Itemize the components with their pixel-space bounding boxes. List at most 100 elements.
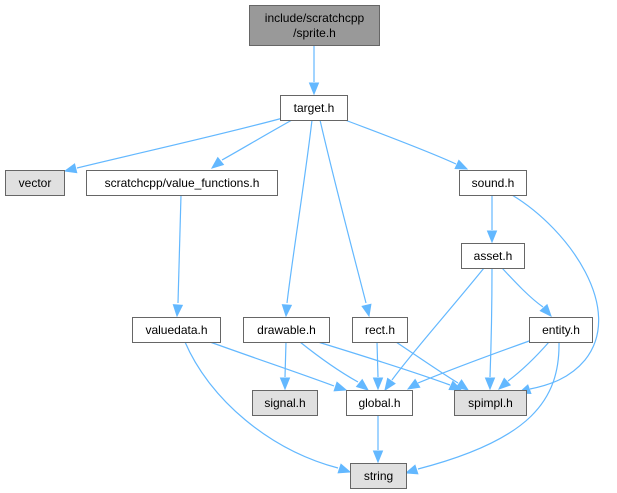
node-label: asset.h — [474, 249, 513, 263]
edge-sprite-to-target — [308, 45, 320, 96]
edge-line — [76, 117, 284, 169]
node-label: sound.h — [472, 176, 515, 190]
node-target[interactable]: target.h — [280, 95, 348, 121]
node-label: scratchcpp/value_functions.h — [105, 176, 260, 190]
node-label: rect.h — [365, 323, 395, 337]
edge-line — [284, 341, 287, 378]
node-spimpl: spimpl.h — [454, 390, 527, 416]
edge-line — [501, 267, 544, 308]
node-box — [454, 390, 527, 416]
edge-target-to-sound — [344, 119, 469, 170]
edge-sound-to-asset — [486, 195, 498, 244]
node-sound[interactable]: sound.h — [459, 170, 527, 196]
node-label: valuedata.h — [145, 323, 207, 337]
edge-line — [417, 339, 533, 384]
arrowhead-icon — [498, 377, 512, 390]
node-rect[interactable]: rect.h — [352, 317, 408, 343]
edge-asset-to-spimpl — [484, 267, 496, 391]
edge-line — [507, 341, 550, 382]
node-sprite[interactable]: include/scratchcpp/sprite.h — [249, 5, 380, 46]
edge-target-to-rect — [319, 119, 372, 318]
edge-line — [317, 341, 451, 386]
edges-layer — [63, 45, 600, 475]
arrowhead-icon — [484, 377, 496, 391]
node-label: entity.h — [542, 323, 580, 337]
arrowhead-icon — [539, 303, 552, 317]
arrowhead-icon — [63, 163, 78, 174]
node-box — [249, 5, 380, 46]
edge-asset-to-global — [384, 267, 485, 392]
edge-asset-to-entity — [501, 267, 552, 317]
arrowhead-icon — [308, 82, 320, 96]
node-valuedata[interactable]: valuedata.h — [132, 317, 221, 343]
edge-valuedata-to-string — [184, 341, 352, 474]
arrowhead-icon — [455, 379, 470, 391]
arrowhead-icon — [355, 378, 370, 391]
edge-line — [376, 341, 379, 378]
node-box — [459, 170, 527, 196]
node-box — [529, 317, 593, 343]
node-entity[interactable]: entity.h — [529, 317, 593, 343]
arrowhead-icon — [404, 464, 419, 475]
arrowhead-icon — [372, 377, 384, 391]
arrowhead-icon — [333, 381, 348, 392]
edge-rect-to-global — [372, 341, 384, 391]
edge-line — [319, 119, 367, 304]
node-vector: vector — [5, 170, 65, 196]
node-asset[interactable]: asset.h — [461, 243, 525, 269]
arrowhead-icon — [172, 304, 184, 318]
edge-target-to-value_functions — [210, 119, 293, 169]
node-drawable[interactable]: drawable.h — [243, 317, 330, 343]
node-box — [461, 243, 525, 269]
arrowhead-icon — [454, 159, 469, 170]
edge-target-to-drawable — [281, 119, 313, 318]
arrowhead-icon — [486, 230, 498, 244]
node-label: /sprite.h — [293, 26, 336, 40]
edge-global-to-string — [372, 415, 384, 464]
arrowhead-icon — [279, 377, 291, 391]
node-global[interactable]: global.h — [346, 390, 413, 416]
node-value-functions[interactable]: scratchcpp/value_functions.h — [86, 170, 278, 196]
node-box — [132, 317, 221, 343]
edge-drawable-to-signal — [279, 341, 291, 391]
edge-rect-to-spimpl — [395, 341, 470, 391]
node-box — [243, 317, 330, 343]
edge-line — [299, 341, 359, 383]
edge-line — [417, 341, 560, 470]
node-label: string — [364, 469, 393, 483]
arrowhead-icon — [361, 303, 372, 318]
node-box — [352, 317, 408, 343]
edge-value_functions-to-valuedata — [172, 194, 184, 318]
arrowhead-icon — [281, 304, 293, 318]
node-string: string — [350, 463, 407, 489]
node-label: signal.h — [264, 396, 305, 410]
edge-line — [177, 194, 182, 304]
nodes-layer: include/scratchcpp/sprite.h target.h vecto… — [5, 5, 593, 489]
edge-entity-to-global — [406, 339, 533, 390]
node-box — [280, 95, 348, 121]
node-label: spimpl.h — [468, 396, 513, 410]
edge-line — [221, 119, 293, 161]
arrowhead-icon — [406, 378, 421, 390]
edge-line — [391, 267, 485, 381]
edge-valuedata-to-global — [209, 341, 348, 392]
edge-entity-to-string — [404, 341, 560, 475]
arrowhead-icon — [337, 463, 352, 474]
node-box — [350, 463, 407, 489]
edge-line — [395, 341, 459, 384]
edge-target-to-vector — [63, 117, 284, 174]
arrowhead-icon — [372, 450, 384, 464]
node-box — [252, 390, 318, 416]
node-label: include/scratchcpp — [265, 11, 365, 25]
edge-line — [184, 341, 339, 469]
edge-line — [344, 119, 457, 165]
node-label: vector — [19, 176, 52, 190]
edge-line — [286, 119, 313, 304]
node-label: target.h — [294, 101, 335, 115]
node-box — [86, 170, 278, 196]
edge-line — [209, 341, 335, 387]
node-label: global.h — [358, 396, 400, 410]
edge-line — [511, 194, 600, 390]
edge-line — [489, 267, 493, 378]
